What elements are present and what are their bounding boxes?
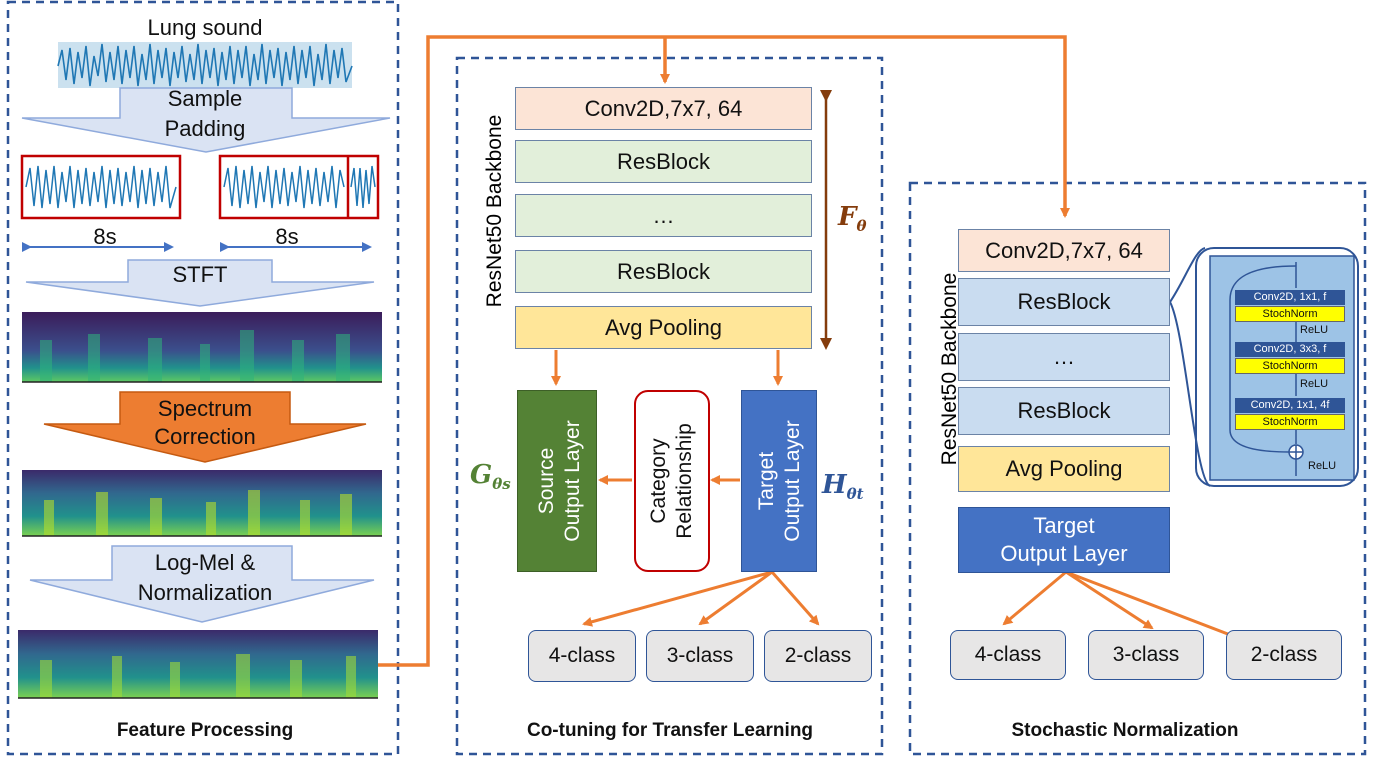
target-to-4class-arrow: [582, 570, 773, 627]
sn-resblock-2: ResBlock: [958, 387, 1170, 435]
cotuning-conv-block: Conv2D,7x7, 64: [515, 87, 812, 130]
waveform-segment-left: [20, 154, 182, 220]
sn-target-to-3class-arrow: [1065, 570, 1154, 630]
inset-stochnorm-1: StochNorm: [1235, 306, 1345, 322]
f-theta-symbol: Fθ: [838, 202, 867, 236]
inset-stochnorm-3: StochNorm: [1235, 414, 1345, 430]
target-output-layer-line2: Output Layer: [781, 420, 804, 542]
waveform-lung-sound: [57, 42, 353, 88]
sn-class-3: 3-class: [1088, 630, 1204, 680]
inset-stochnorm-2: StochNorm: [1235, 358, 1345, 374]
inset-relu-1: ReLU: [1300, 324, 1329, 336]
inset-relu-3: ReLU: [1308, 460, 1337, 472]
category-relationship-line2: Relationship: [673, 423, 696, 539]
h-theta-symbol: Hθt: [822, 470, 864, 504]
cotuning-class-3: 3-class: [646, 630, 754, 682]
target-to-3class-arrow: [698, 570, 773, 626]
inset-conv-3x3-f: Conv2D, 3x3, f: [1235, 342, 1345, 357]
sn-resblock-ellipsis: …: [958, 333, 1170, 381]
target-output-layer-line1: Target: [755, 451, 778, 511]
inset-relu-2: ReLU: [1300, 378, 1329, 390]
lung-sound-label: Lung sound: [147, 15, 263, 40]
spectrogram-logmel: [18, 630, 378, 699]
cotuning-class-2: 2-class: [764, 630, 872, 682]
stft-arrow: [25, 259, 375, 307]
sn-class-2: 2-class: [1226, 630, 1342, 680]
sample-padding-label-line2: Padding: [164, 116, 246, 141]
waveform-segment-right: [218, 154, 380, 220]
inset-conv-1x1-f: Conv2D, 1x1, f: [1235, 290, 1345, 305]
cotuning-backbone-label: ResNet50 Backbone: [483, 114, 506, 308]
spectrum-correction-line2: Correction: [154, 424, 256, 449]
feature-panel-border: [6, 0, 400, 756]
spectrum-correction-line1: Spectrum: [157, 396, 253, 421]
category-relationship-line1: Category: [647, 438, 670, 524]
stochastic-panel-border: [908, 181, 1367, 756]
duration-label-right: 8s: [275, 224, 299, 249]
cotuning-class-4: 4-class: [528, 630, 636, 682]
cotuning-title: Co-tuning for Transfer Learning: [526, 720, 814, 741]
sn-conv-block: Conv2D,7x7, 64: [958, 229, 1170, 272]
inset-conv-1x1-4f: Conv2D, 1x1, 4f: [1235, 398, 1345, 413]
logmel-arrow: [29, 545, 375, 623]
stochastic-title: Stochastic Normalization: [1011, 720, 1239, 741]
source-output-layer: [517, 390, 597, 572]
logmel-label-line1: Log-Mel &: [154, 550, 256, 575]
source-output-layer-line1: Source: [535, 447, 558, 515]
sn-target-line2: Output Layer: [1000, 541, 1128, 566]
sample-padding-label-line1: Sample: [167, 86, 243, 111]
sample-padding-arrow: [21, 87, 391, 153]
cotuning-resblock-2: ResBlock: [515, 250, 812, 293]
cotuning-resblock-1: ResBlock: [515, 140, 812, 183]
feature-route-line: [378, 35, 1070, 667]
cotuning-panel-border: [455, 56, 884, 756]
spectrogram-corrected: [22, 470, 382, 537]
source-output-layer-line2: Output Layer: [561, 420, 584, 542]
cotuning-avgpool: Avg Pooling: [515, 306, 812, 349]
duration-label-left: 8s: [93, 224, 117, 249]
sn-avgpool: Avg Pooling: [958, 446, 1170, 492]
feature-processing-title: Feature Processing: [116, 720, 294, 741]
spectrum-correction-arrow: [43, 391, 367, 463]
category-relationship-box: [634, 390, 710, 572]
inset-bracket: [1169, 247, 1211, 487]
sn-class-4: 4-class: [950, 630, 1066, 680]
logmel-label-line2: Normalization: [137, 580, 273, 605]
cotuning-resblock-ellipsis: …: [515, 194, 812, 237]
stft-label: STFT: [172, 262, 228, 287]
target-output-layer: [741, 390, 817, 572]
spectrogram-raw: [22, 312, 382, 383]
sn-target-line1: Target: [1033, 513, 1095, 538]
sn-target-output-layer: Target Output Layer: [958, 507, 1170, 573]
sn-target-to-4class-arrow: [1002, 570, 1067, 626]
g-theta-symbol: Gθs: [470, 460, 511, 494]
sn-resblock-1: ResBlock: [958, 278, 1170, 326]
inset-frame: [1195, 247, 1359, 487]
target-to-2class-arrow: [770, 571, 820, 626]
